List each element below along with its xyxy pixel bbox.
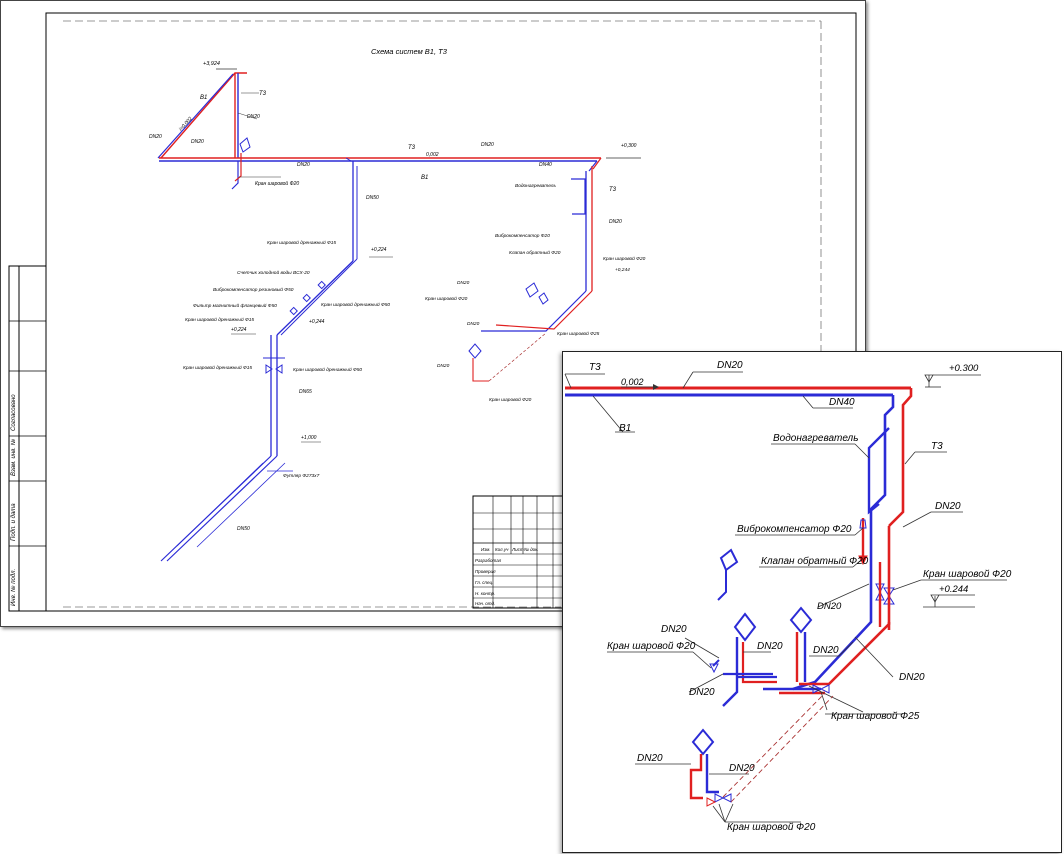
svg-text:0,002: 0,002 [426,152,439,158]
label-valve-right: Кран шаровой Ф20 [923,569,1012,580]
svg-text:Н. контр.: Н. контр. [475,591,495,596]
label-dn20-right: DN20 [935,501,961,512]
detail-zoom-view: Т3 0,002 DN20 +0.300 В1 DN40 Водонагрева… [562,351,1062,853]
diagram-title: Схема систем В1, Т3 [371,47,448,56]
label-dn20-center: DN20 [899,672,925,683]
svg-text:DN40: DN40 [539,162,552,168]
stamp-sign: Подп. и дата [11,503,17,541]
detail-canvas: Т3 0,002 DN20 +0.300 В1 DN40 Водонагрева… [564,360,1012,833]
svg-text:+0,224: +0,224 [231,327,247,333]
main-drawing-canvas: Согласовано Взам. инв. № Подп. и дата Ин… [8,12,857,612]
svg-text:DN20: DN20 [191,139,204,145]
label-dn20-low-l: DN20 [637,753,663,764]
main-drawing-sheet: Согласовано Взам. инв. № Подп. и дата Ин… [0,0,866,627]
label-heater: Водонагреватель [773,433,858,444]
svg-text:№ док.: № док. [524,547,539,552]
svg-text:DN20: DN20 [457,280,470,286]
svg-text:Кран шаровой дренажный Ф15: Кран шаровой дренажный Ф15 [267,239,336,246]
label-valve-left: Кран шаровой Ф20 [607,641,696,652]
svg-text:DN20: DN20 [467,321,480,327]
label-t3-right: Т3 [931,441,943,452]
label-b1: В1 [619,423,631,434]
stamp-inventory: Инв. № подл. [10,569,17,606]
label-vibro: Виброкомпенсатор Ф20 [737,523,852,535]
svg-text:Гл. спец.: Гл. спец. [475,580,493,585]
svg-text:DN20: DN20 [297,162,310,168]
label-dn20-mid: DN20 [817,601,842,612]
svg-text:Фильтр магнитный фланцевый Ф50: Фильтр магнитный фланцевый Ф50 [193,302,277,309]
svg-text:Нач. отд.: Нач. отд. [475,601,495,606]
label-valve-low: Кран шаровой Ф20 [727,822,816,833]
svg-text:Т3: Т3 [408,145,416,151]
svg-text:DN20: DN20 [247,114,260,120]
label-dn20-left2: DN20 [689,687,715,698]
svg-text:+1,000: +1,000 [301,435,317,441]
svg-text:Т3: Т3 [609,187,617,193]
svg-text:В1: В1 [200,95,207,101]
label-dn20-left: DN20 [661,624,687,635]
b1-riser [869,395,895,607]
mark-top: +3,924 [203,61,220,67]
svg-text:Кол.уч: Кол.уч [495,547,509,552]
svg-text:Т3: Т3 [259,91,267,97]
label-dn40: DN40 [829,397,855,408]
svg-text:Лист: Лист [511,547,524,552]
svg-text:В1: В1 [421,175,428,181]
svg-text:DN20: DN20 [149,134,162,140]
svg-text:Кран шаровой дренажный Ф15: Кран шаровой дренажный Ф15 [183,364,252,371]
svg-text:Футляр Ф273х7: Футляр Ф273х7 [283,473,320,479]
label-dn20-center2: DN20 [813,645,839,656]
svg-text:+0,244: +0,244 [309,319,325,325]
svg-text:DN20: DN20 [437,363,450,369]
svg-text:+0,244: +0,244 [615,267,630,273]
svg-text:Счетчик холодной воды ВСХ-20: Счетчик холодной воды ВСХ-20 [237,269,310,276]
svg-text:Кран шаровой Ф20: Кран шаровой Ф20 [603,255,646,262]
t3-riser [888,388,913,527]
svg-text:Кран шаровой Ф20: Кран шаровой Ф20 [425,295,468,302]
stamp-agreed: Согласовано [11,394,17,431]
side-stamp-block [8,265,47,612]
label-t3-top: Т3 [589,362,601,373]
svg-text:Виброкомпенсатор Ф20: Виброкомпенсатор Ф20 [495,233,550,239]
label-slope: 0,002 [621,377,644,387]
svg-text:DN20: DN20 [481,142,494,148]
label-dn20-center-l: DN20 [757,641,783,652]
svg-text:+0,224: +0,224 [371,247,387,253]
label-valve25: Кран шаровой Ф25 [831,711,920,722]
svg-text:Кран шаровой Ф25: Кран шаровой Ф25 [557,330,600,337]
svg-text:DN50: DN50 [237,526,250,532]
label-dn20-top: DN20 [717,360,743,371]
svg-text:Водонагреватель: Водонагреватель [515,183,556,189]
svg-text:Кран шаровой Ф20: Кран шаровой Ф20 [255,180,299,187]
svg-text:Разработал: Разработал [475,558,502,563]
heater-loop [867,427,890,515]
svg-text:Клапан обратный Ф20: Клапан обратный Ф20 [509,249,561,256]
label-mark-mid: +0.244 [939,584,968,595]
svg-text:Изм.: Изм. [481,547,491,552]
svg-text:Кран шаровой дренажный Ф15: Кран шаровой дренажный Ф15 [185,316,254,323]
label-dn20-low-r: DN20 [729,763,755,774]
stamp-replace: Взам. инв. № [10,438,17,476]
svg-text:Виброкомпенсатор резиновый Ф50: Виброкомпенсатор резиновый Ф50 [213,286,294,293]
svg-text:DN20: DN20 [609,219,622,225]
mark-right: +0,300 [621,143,637,149]
svg-text:Кран шаровой Ф20: Кран шаровой Ф20 [489,396,532,403]
svg-text:DN50: DN50 [366,195,379,201]
title-block: Изм. Кол.уч Лист № док. Разработал Прове… [472,495,564,609]
svg-text:Кран шаровой дренажный Ф50: Кран шаровой дренажный Ф50 [293,366,362,373]
svg-text:Проверил: Проверил [475,569,496,574]
svg-text:Кран шаровой дренажный Ф50: Кран шаровой дренажный Ф50 [321,301,390,308]
svg-text:DN65: DN65 [299,389,312,395]
label-check-valve: Клапан обратный Ф20 [761,555,869,567]
label-mark-top: +0.300 [949,363,979,374]
